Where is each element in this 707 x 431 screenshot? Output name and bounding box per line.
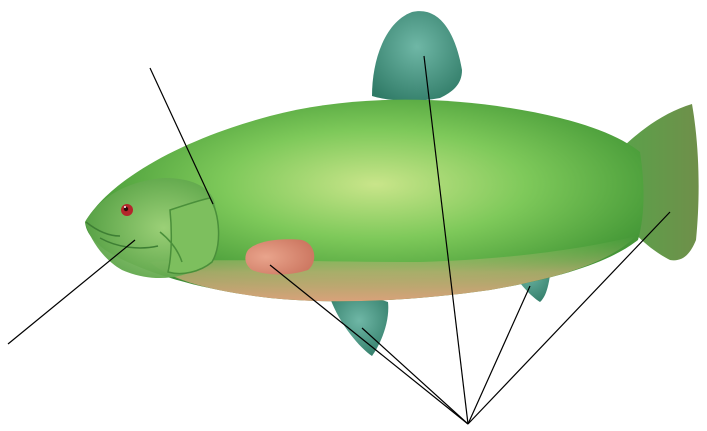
pelvic-fin xyxy=(330,297,388,356)
dorsal-fin xyxy=(372,11,462,101)
leader-line-pelvic-fin xyxy=(362,328,468,424)
leader-line-mouth xyxy=(8,240,135,344)
operculum xyxy=(168,198,219,274)
eye-highlight xyxy=(124,206,126,208)
leader-line-anal-fin xyxy=(468,286,530,424)
